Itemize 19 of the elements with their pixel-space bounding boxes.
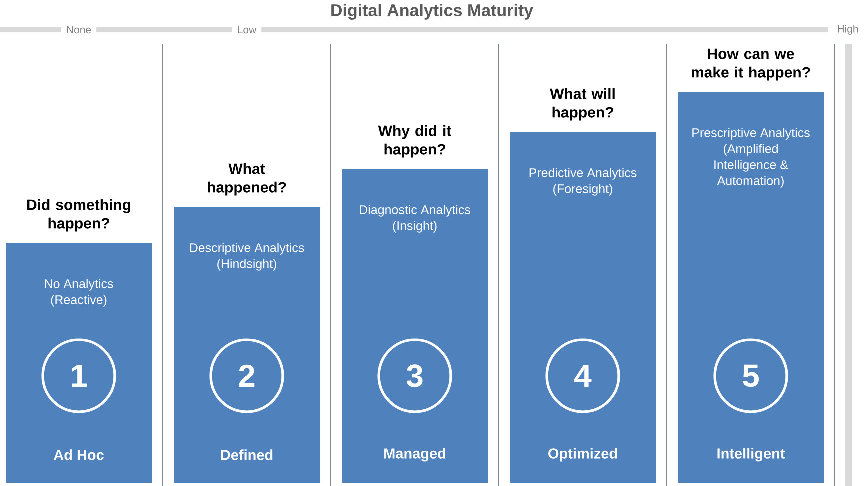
description-text: Predictive Analytics (Foresight) [530, 168, 637, 196]
question-heading: What happened? [208, 163, 286, 196]
level-name: Ad Hoc [54, 450, 104, 460]
description-text: Descriptive Analytics (Hindsight) [190, 243, 304, 271]
scale-label: Low [232, 24, 262, 36]
scale-label: None [61, 24, 97, 36]
level-name: Managed [384, 448, 446, 462]
description-text: Prescriptive Analytics (Amplified Intelligence & Automation) [692, 128, 810, 188]
level-name: Optimized [548, 448, 618, 462]
title: Digital Analytics Maturity [332, 4, 534, 20]
question-heading: What will happen? [550, 88, 615, 121]
description-text: No Analytics (Reactive) [45, 279, 114, 307]
description-text: Diagnostic Analytics (Insight) [360, 205, 470, 233]
question-heading: Why did it happen? [378, 125, 452, 158]
question-heading: Did something happen? [28, 199, 130, 232]
level-name: Defined [221, 450, 273, 460]
question-heading: How can we make it happen? [692, 48, 810, 81]
scale-label: High [832, 23, 864, 37]
level-name: Intelligent [718, 448, 786, 462]
